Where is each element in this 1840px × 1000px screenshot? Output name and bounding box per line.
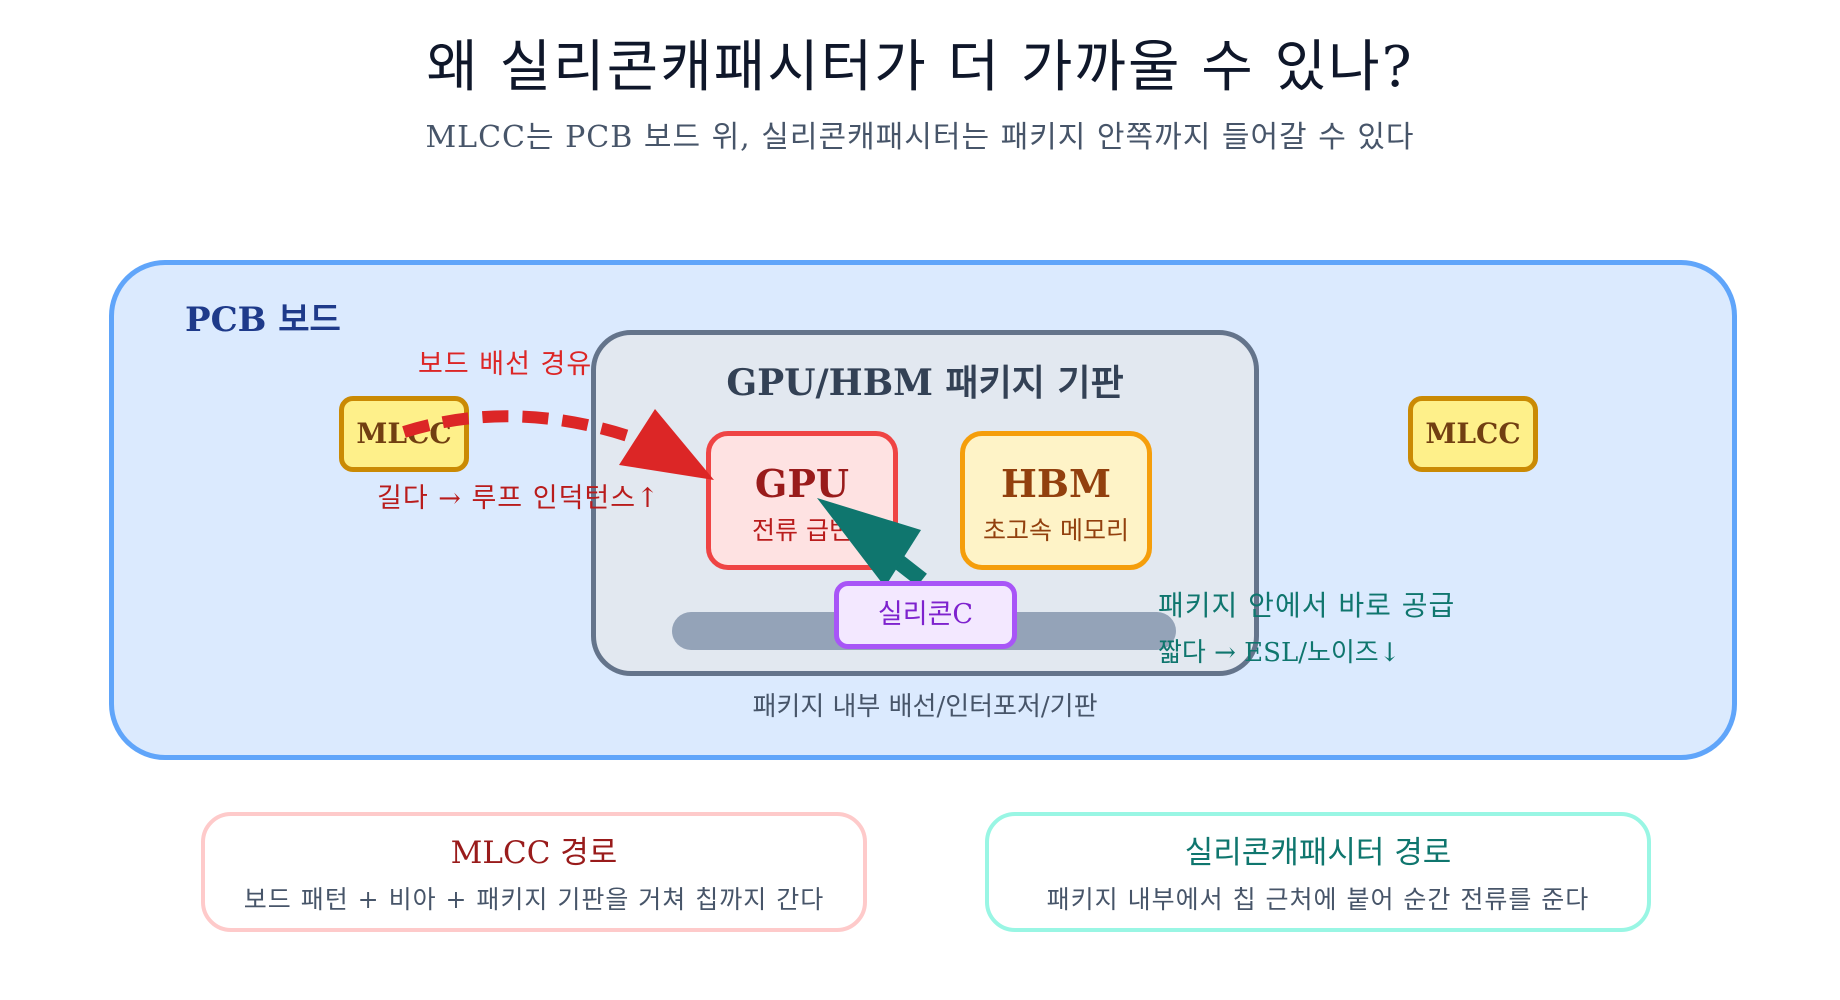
- gpu-desc: 전류 급변: [752, 516, 852, 545]
- mlcc-right: MLCC: [1408, 396, 1538, 472]
- hbm-name: HBM: [1000, 461, 1112, 506]
- mlcc-left: MLCC: [339, 396, 469, 472]
- diagram-subtitle: MLCC는 PCB 보드 위, 실리콘캐패시터는 패키지 안쪽까지 들어갈 수 …: [425, 120, 1415, 155]
- interposer-label: 패키지 내부 배선/인터포저/기판: [752, 692, 1098, 722]
- silicon-capacitor: 실리콘C: [834, 581, 1017, 649]
- mlcc-path-card: MLCC 경로 보드 패턴 + 비아 + 패키지 기판을 거쳐 칩까지 간다: [201, 812, 867, 932]
- silicon-effect-label: 짧다 → ESL/노이즈↓: [1158, 638, 1401, 668]
- silicon-card-desc: 패키지 내부에서 칩 근처에 붙어 순간 전류를 준다: [1046, 885, 1590, 914]
- pcb-board-label: PCB 보드: [185, 300, 341, 340]
- silicon-card-title: 실리콘캐패시터 경로: [1184, 835, 1452, 871]
- board-path-label: 보드 배선 경유: [418, 349, 593, 380]
- mlcc-card-desc: 보드 패턴 + 비아 + 패키지 기판을 거쳐 칩까지 간다: [243, 885, 825, 914]
- mlcc-effect-label: 길다 → 루프 인덕턴스↑: [377, 483, 660, 514]
- mlcc-card-title: MLCC 경로: [450, 835, 618, 871]
- package-title: GPU/HBM 패키지 기판: [726, 362, 1124, 404]
- gpu-name: GPU: [754, 461, 850, 506]
- gpu-chip: GPU 전류 급변: [706, 431, 898, 570]
- hbm-chip: HBM 초고속 메모리: [960, 431, 1152, 570]
- hbm-desc: 초고속 메모리: [983, 516, 1129, 545]
- silicon-path-card: 실리콘캐패시터 경로 패키지 내부에서 칩 근처에 붙어 순간 전류를 준다: [985, 812, 1651, 932]
- direct-supply-label: 패키지 안에서 바로 공급: [1158, 589, 1456, 622]
- diagram-title: 왜 실리콘캐패시터가 더 가까울 수 있나?: [426, 35, 1414, 100]
